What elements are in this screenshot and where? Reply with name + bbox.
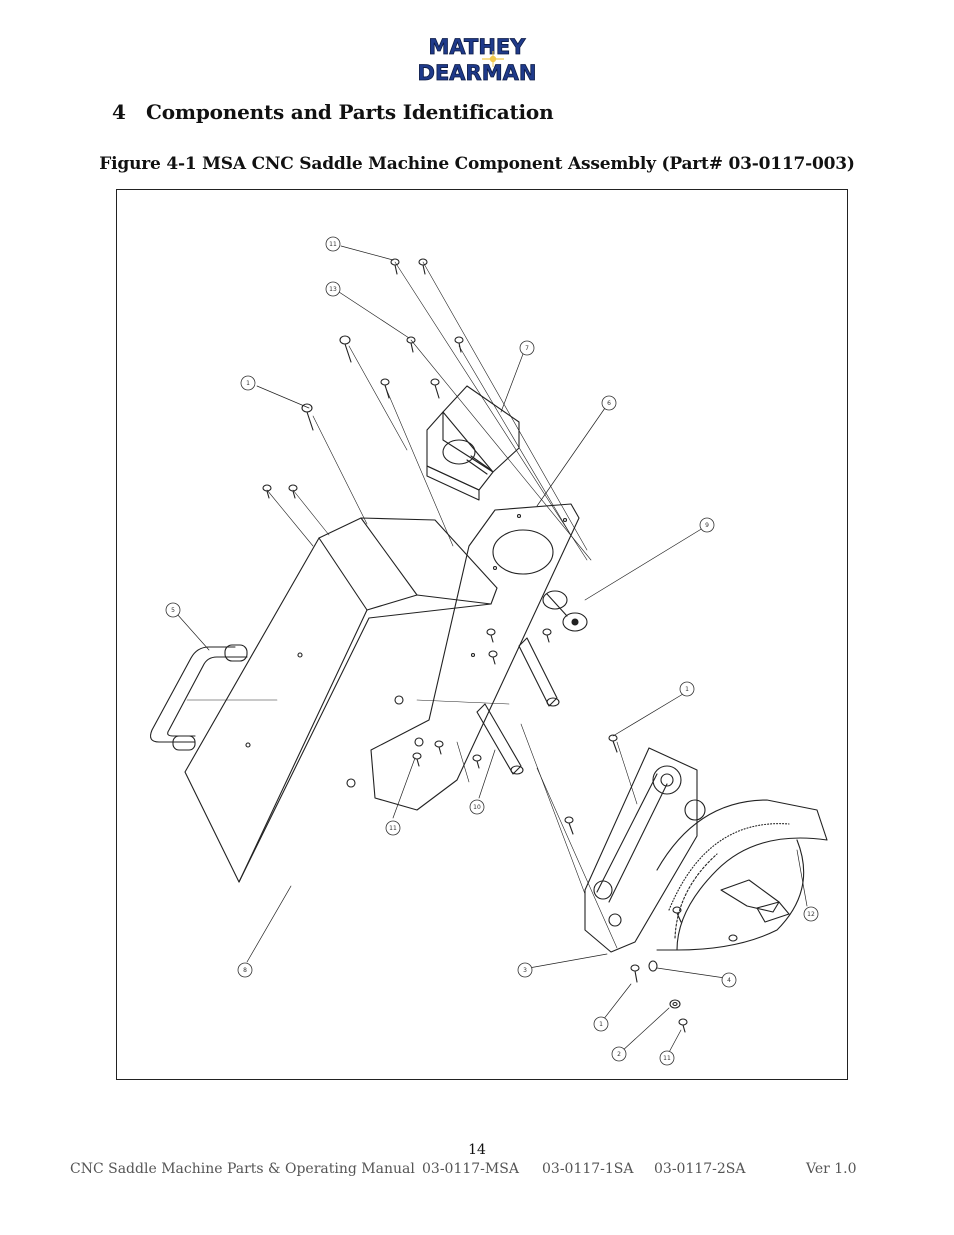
logo-line1: MATHEY <box>429 35 527 59</box>
svg-text:3: 3 <box>523 967 527 974</box>
callout-11-bottom: 11 <box>659 1050 675 1066</box>
standoff-drawing <box>476 637 560 775</box>
svg-text:9: 9 <box>705 522 709 529</box>
figure-caption: Figure 4-1 MSA CNC Saddle Machine Compon… <box>99 154 855 174</box>
gear-assembly-drawing <box>584 747 828 953</box>
section-number: 4 <box>112 100 126 124</box>
callout-4: 4 <box>721 972 737 988</box>
svg-text:10: 10 <box>473 804 481 811</box>
callout-1-left: 1 <box>240 375 256 391</box>
callout-8: 8 <box>237 962 253 978</box>
stepper-motor-drawing <box>426 385 520 501</box>
exploded-assembly-drawing: 11 13 7 1 6 9 5 1 10 11 12 8 3 4 1 2 11 <box>150 236 828 1066</box>
footer-manual-title: CNC Saddle Machine Parts & Operating Man… <box>70 1161 415 1177</box>
callout-leader-lines <box>176 245 808 1057</box>
svg-text:11: 11 <box>663 1055 671 1062</box>
callout-2: 2 <box>611 1046 627 1062</box>
svg-text:8: 8 <box>243 967 247 974</box>
section-heading: 4 Components and Parts Identification <box>112 100 554 124</box>
callout-1-right: 1 <box>679 681 695 697</box>
logo-line2: DEARMAN <box>418 61 536 85</box>
svg-text:1: 1 <box>685 686 689 693</box>
footer-version: Ver 1.0 <box>806 1161 857 1177</box>
explode-guide-lines <box>186 261 638 949</box>
coupling-drawing <box>542 590 588 632</box>
callout-5: 5 <box>165 602 181 618</box>
callout-11-top: 11 <box>325 236 341 252</box>
cover-housing-drawing <box>184 517 498 883</box>
svg-text:5: 5 <box>171 607 175 614</box>
company-logo: MATHEY DEARMAN <box>417 30 537 88</box>
callout-3: 3 <box>517 962 533 978</box>
callout-11-middle: 11 <box>385 820 401 836</box>
callout-9: 9 <box>699 517 715 533</box>
callout-1-bottom: 1 <box>593 1016 609 1032</box>
svg-text:11: 11 <box>389 825 397 832</box>
callout-7: 7 <box>519 340 535 356</box>
screw-set-drawing <box>262 258 738 1033</box>
svg-text:6: 6 <box>607 400 611 407</box>
svg-text:12: 12 <box>807 911 815 918</box>
callout-13: 13 <box>325 281 341 297</box>
svg-text:7: 7 <box>525 345 529 352</box>
svg-text:1: 1 <box>599 1021 603 1028</box>
callout-12: 12 <box>803 906 819 922</box>
footer-part-1sa: 03-0117-1SA <box>542 1161 634 1177</box>
footer-part-msa: 03-0117-MSA <box>422 1161 519 1177</box>
svg-text:11: 11 <box>329 241 337 248</box>
mounting-plate-drawing <box>370 503 580 811</box>
footer-part-2sa: 03-0117-2SA <box>654 1161 746 1177</box>
assembly-figure: 11 13 7 1 6 9 5 1 10 11 12 8 3 4 1 2 11 <box>116 189 848 1080</box>
svg-text:2: 2 <box>617 1051 621 1058</box>
callout-10: 10 <box>469 799 485 815</box>
svg-text:1: 1 <box>246 380 250 387</box>
svg-text:4: 4 <box>727 977 731 984</box>
logo-flare-icon <box>482 51 504 67</box>
handle-drawing <box>150 644 248 751</box>
section-title: Components and Parts Identification <box>146 100 554 124</box>
svg-text:13: 13 <box>329 286 337 293</box>
callout-6: 6 <box>601 395 617 411</box>
page-number: 14 <box>468 1142 486 1158</box>
